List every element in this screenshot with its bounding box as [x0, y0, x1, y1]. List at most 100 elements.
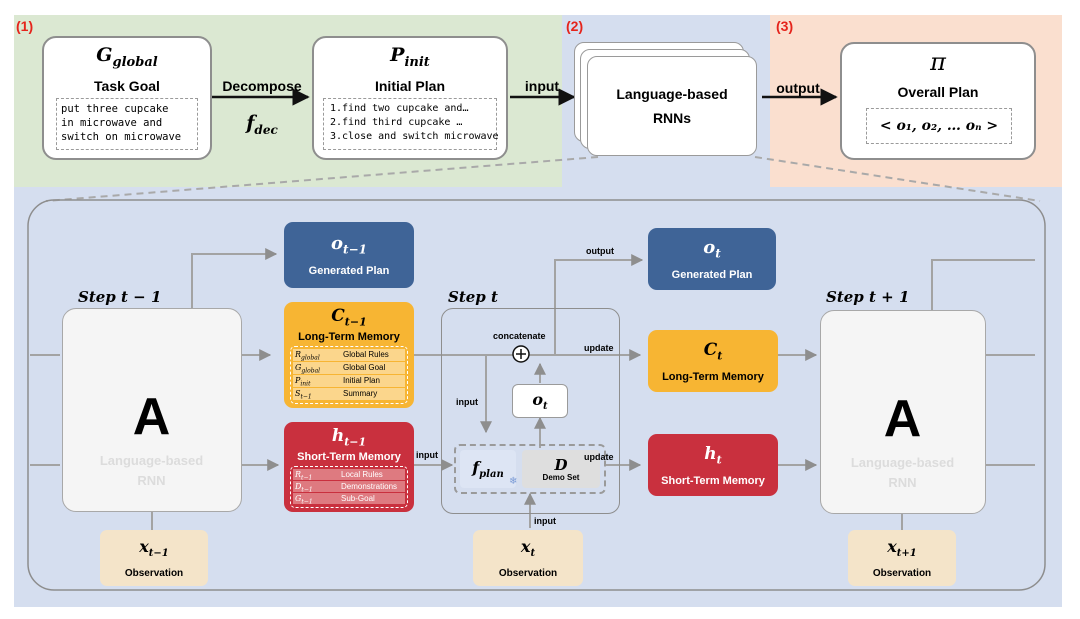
ltm-row-sym: Pinit [295, 376, 311, 388]
ltm-row-text: Global Goal [343, 363, 386, 372]
observation-prev-symbol: xt−1 [139, 536, 169, 560]
stm-row-sym: Rt−1 [295, 470, 313, 482]
initial-plan-list: 1.find two cupcake and… 2.find third cup… [323, 98, 499, 150]
ltm-prev-symbol: Ct−1 [331, 306, 367, 329]
stm-prev-sub: t−1 [344, 435, 367, 449]
decompose-fn-sub: dec [254, 122, 278, 137]
rnn-cell-letter: A [883, 390, 922, 448]
observation-cur-label: Observation [498, 568, 558, 580]
goal-text-line: in microwave and [61, 117, 163, 129]
step-next-label: Step t + 1 [826, 288, 910, 306]
short-term-memory-prev: ht−1 Short-Term Memory Rt−1 Local Rules D… [284, 422, 414, 512]
observation-next-symbol: xt+1 [887, 536, 917, 560]
ltm-row-sym: St−1 [295, 389, 312, 401]
step-output-sub: t [543, 401, 548, 413]
stm-prev-symbol: ht−1 [331, 426, 367, 449]
ltm-row-text: Summary [343, 389, 378, 398]
rnn-stack-card-front: Language-based RNNs [587, 56, 757, 156]
initial-plan-item: 2.find third cupcake … [330, 117, 463, 128]
ltm-prev-label: Long-Term Memory [298, 331, 400, 343]
ltm-cur-label: Long-Term Memory [662, 371, 764, 384]
section-marker-3: (3) [776, 18, 794, 34]
stm-row-sub: t−1 [301, 498, 313, 506]
observation-prev-label: Observation [124, 568, 184, 580]
initial-plan-title: Initial Plan [374, 78, 445, 94]
section-marker-2: (2) [566, 18, 584, 34]
rnn-cell-caption-line2: RNN [137, 473, 166, 488]
edge-label-update-ltm: update [584, 343, 614, 353]
edge-label-concatenate: concatenate [493, 331, 546, 341]
ltm-row: Gglobal Global Goal [293, 362, 405, 375]
demo-set-label: Demo Set [542, 472, 580, 482]
rnn-cell-caption-line1: Language-based [850, 455, 955, 470]
ltm-row-sub: init [300, 380, 311, 388]
ltm-row: St−1 Summary [293, 388, 405, 401]
ltm-row-sub: t−1 [300, 393, 312, 401]
initial-plan-item: 3.close and switch microwave [330, 131, 499, 142]
generated-plan-cur-sub: t [715, 246, 721, 261]
ltm-row-sub: global [301, 354, 320, 362]
task-goal-box: Gglobal Task Goal put three cupcake in m… [42, 36, 212, 160]
rnn-stack-line2: RNNs [652, 110, 692, 126]
step-cur-label: Step t [448, 288, 498, 306]
output-arrow-label: output [776, 80, 820, 96]
planner-function: fplan [460, 450, 516, 488]
stm-row-text: Local Rules [341, 470, 383, 479]
initial-plan-symbol: Pinit [390, 44, 430, 70]
overall-plan-symbol: π [930, 48, 946, 76]
stm-row-text: Sub-Goal [341, 494, 375, 503]
generated-plan-prev-label: Generated Plan [308, 264, 390, 277]
edge-label-input-stm: input [416, 450, 438, 460]
step-output-symbol: ot [532, 389, 548, 413]
demo-set-symbol: D [554, 455, 568, 474]
planner-function-sub: plan [479, 469, 504, 481]
demo-set: D Demo Set [522, 450, 600, 488]
stm-prev-label: Short-Term Memory [297, 451, 401, 463]
edge-label-update-stm: update [584, 452, 614, 462]
observation-next: xt+1 Observation [848, 530, 956, 586]
generated-plan-cur-label: Generated Plan [671, 268, 753, 281]
overall-plan-title: Overall Plan [897, 84, 979, 100]
snowflake-icon: ❄ [509, 476, 518, 487]
generated-plan-cur-symbol: ot [703, 237, 721, 261]
long-term-memory-cur: Ct Long-Term Memory [648, 330, 778, 392]
ltm-cur-symbol: Ct [703, 339, 723, 363]
observation-cur-symbol: xt [520, 536, 536, 560]
ltm-row-sym: Gglobal [295, 363, 321, 375]
generated-plan-prev-sub: t−1 [343, 242, 367, 257]
goal-title: Task Goal [94, 78, 160, 94]
observation-prev: xt−1 Observation [100, 530, 208, 586]
stm-row-text: Demonstrations [341, 482, 398, 491]
stm-row: Dt−1 Demonstrations [293, 481, 405, 494]
rnn-cell-caption-line2: RNN [888, 475, 917, 490]
observation-next-label: Observation [872, 568, 932, 580]
section-marker-1: (1) [16, 18, 34, 34]
observation-cur: xt Observation [473, 530, 583, 586]
goal-text-box: put three cupcake in microwave and switc… [56, 98, 198, 150]
planner-group [454, 444, 606, 494]
ltm-row-sub: global [301, 367, 321, 375]
initial-plan-box: Pinit Initial Plan 1.find two cupcake an… [312, 36, 508, 160]
ltm-cur-sub: t [717, 349, 723, 363]
observation-prev-sub: t−1 [148, 548, 169, 560]
ltm-row-sym: Rglobal [295, 350, 320, 362]
stm-row-sym: Dt−1 [295, 482, 313, 494]
generated-plan-prev: ot−1 Generated Plan [284, 222, 414, 288]
observation-cur-sub: t [530, 548, 536, 560]
ltm-prev-sub: t−1 [344, 315, 367, 329]
short-term-memory-cur: ht Short-Term Memory [648, 434, 778, 496]
goal-symbol: Gglobal [96, 44, 158, 70]
step-output-box: ot [512, 384, 568, 418]
observation-next-sub: t+1 [896, 548, 917, 560]
edge-label-output: output [586, 246, 614, 256]
